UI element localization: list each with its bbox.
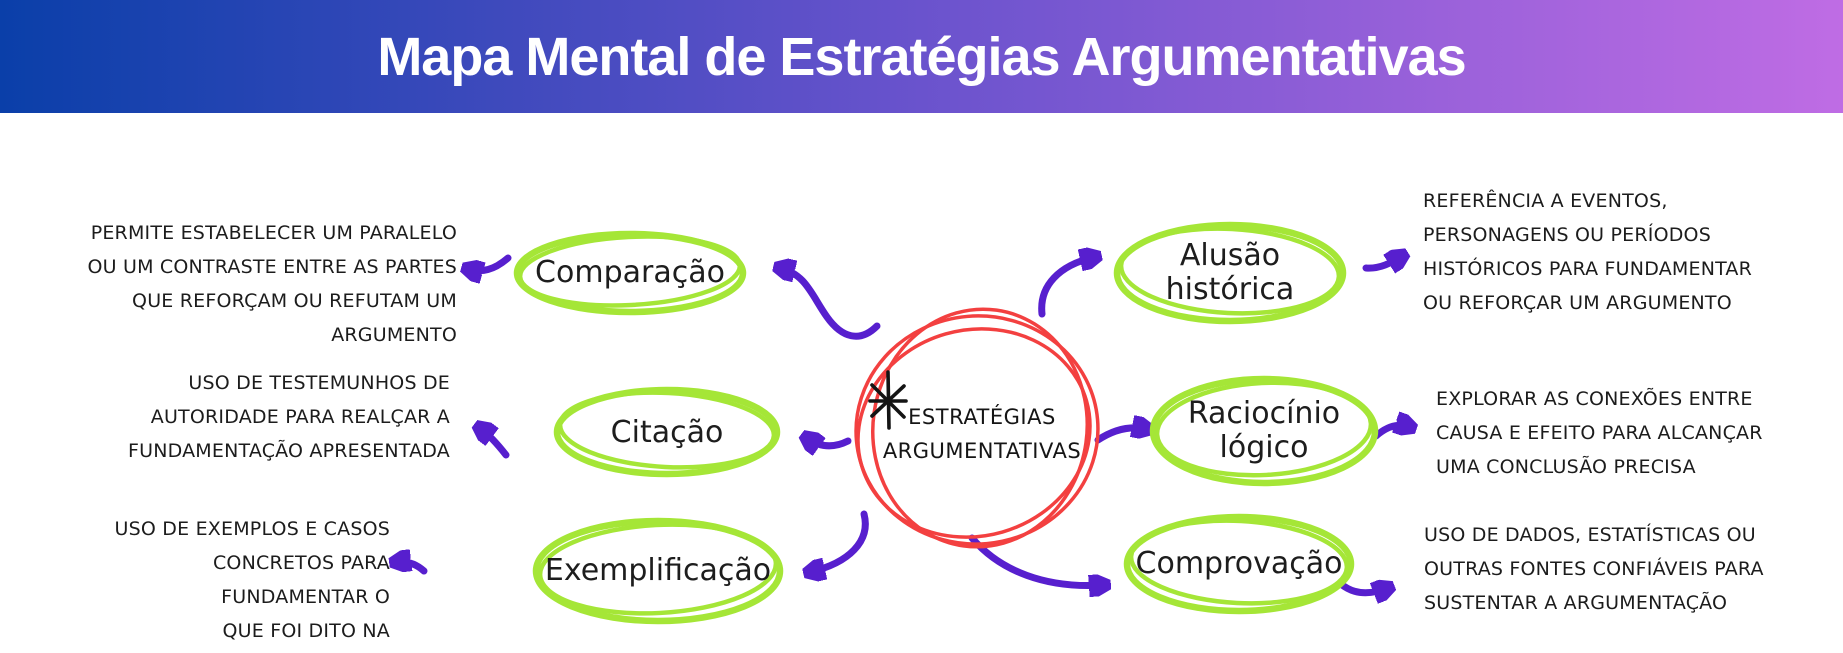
node-comprovacao[interactable]: Comprovação — [1122, 512, 1356, 616]
node-bubble — [1113, 221, 1347, 325]
arrow-raciocinio-to-description — [1372, 425, 1410, 440]
node-bubble — [513, 230, 747, 316]
description-exemplificacao: USO DE EXEMPLOS E CASOS CONCRETOS PARA F… — [114, 518, 390, 642]
description-citacao: USO DE TESTEMUNHOS DE AUTORIDADE PARA RE… — [127, 372, 450, 462]
node-bubble — [532, 517, 784, 625]
node-label: Raciocínio lógico — [1187, 396, 1341, 465]
node-citacao[interactable]: Citação — [552, 385, 782, 480]
node-exemplificacao[interactable]: Exemplificação — [530, 515, 786, 627]
node-label: Alusão histórica — [1165, 238, 1295, 307]
description-comprovacao: USO DE DADOS, ESTATÍSTICAS OU OUTRAS FON… — [1424, 524, 1764, 614]
description-alusao-historica: REFERÊNCIA A EVENTOS, PERSONAGENS OU PER… — [1423, 190, 1753, 314]
node-raciocinio-logico[interactable]: Raciocínio lógico — [1148, 374, 1380, 488]
node-label: Citação — [610, 414, 724, 450]
node-comparacao[interactable]: Comparação — [510, 227, 750, 319]
arrow-alusao-to-description — [1362, 256, 1402, 268]
page-title: Mapa Mental de Estratégias Argumentativa… — [377, 26, 1466, 87]
node-label: Comparação — [535, 255, 725, 291]
node-bubble — [1123, 513, 1355, 615]
central-topic-label: ESTRATÉGIAS ARGUMENTATIVAS — [882, 405, 1082, 463]
node-alusao-historica[interactable]: Alusão histórica — [1112, 219, 1348, 327]
asterisk-icon — [868, 370, 908, 430]
arrow-comparacao-to-description — [468, 254, 512, 271]
arrow-exemplificacao-to-description — [396, 562, 428, 575]
header-banner: Mapa Mental de Estratégias Argumentativa… — [0, 0, 1843, 113]
node-label: Comprovação — [1135, 546, 1343, 582]
node-bubble — [553, 386, 781, 478]
arrow-center-to-citacao — [807, 438, 852, 446]
description-raciocinio-logico: EXPLORAR AS CONEXÕES ENTRE CAUSA E EFEIT… — [1436, 388, 1763, 478]
arrow-citacao-to-description — [480, 428, 510, 459]
node-label: Exemplificação — [544, 553, 772, 589]
description-comparacao: PERMITE ESTABELECER UM PARALELO OU UM CO… — [87, 222, 457, 346]
